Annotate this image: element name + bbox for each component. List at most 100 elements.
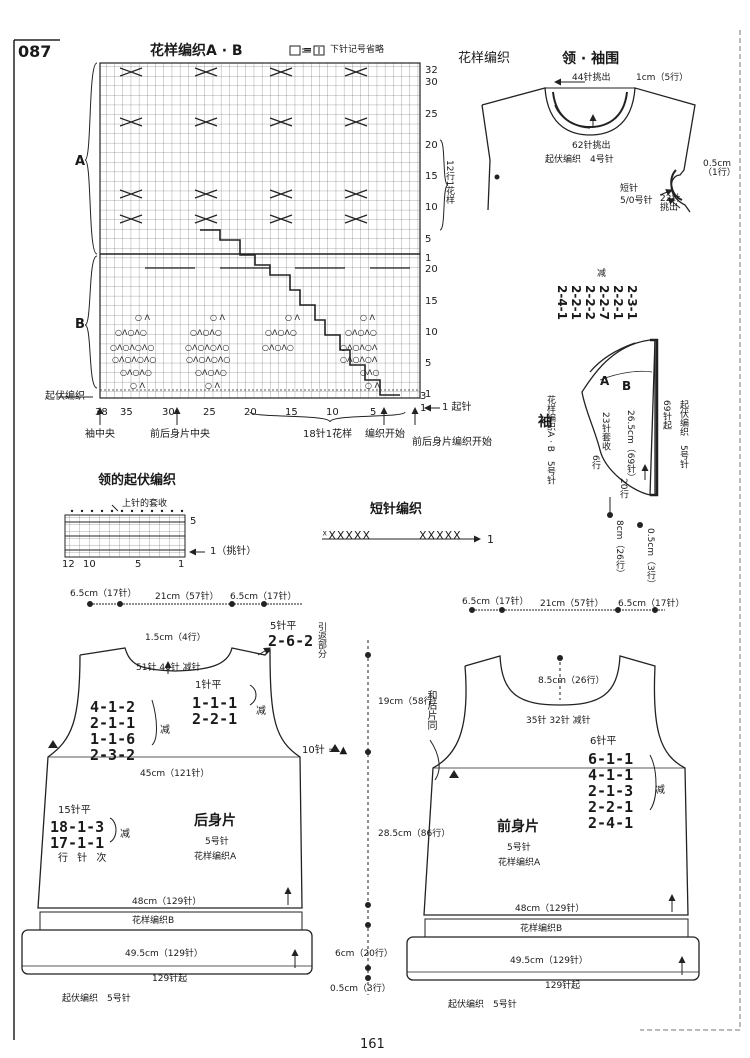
pick-22-label: 22针挑出: [660, 194, 681, 213]
svg-text:○ᐱ○ᐱ○: ○ᐱ○ᐱ○: [195, 368, 227, 377]
sleeve-garter-label: 起伏编织 5号针: [678, 400, 688, 469]
col-tick: 30: [162, 407, 175, 418]
col-tick: 10: [326, 407, 339, 418]
short-row-symbols: ᕽXXXXX XXXXX: [322, 529, 462, 542]
back-sts1-flat: 1针平: [195, 680, 222, 691]
col-tick: 5: [370, 407, 377, 418]
sleeve-diagram: [581, 338, 659, 497]
row-tick: 30: [425, 77, 438, 88]
sleeve-count-header: 减: [595, 268, 605, 277]
back-top-width-left: 6.5cm（17针）: [70, 589, 137, 599]
back-arm-row: 4-1-2: [90, 698, 136, 716]
col-tick: 3: [420, 391, 427, 402]
svg-text:○ ᐱ: ○ ᐱ: [365, 381, 381, 390]
short-row-title: 短针编织: [370, 502, 423, 517]
front-arm-row: 2-2-1: [588, 798, 634, 816]
front-arm-row: 4-1-1: [588, 766, 634, 784]
sleeve-center-label: 袖中央: [85, 429, 115, 440]
back-needle: 5号针: [205, 837, 229, 847]
neck-title: 领 · 袖围: [562, 51, 620, 67]
svg-text:○ᐱ○ᐱ○ᐱ○: ○ᐱ○ᐱ○ᐱ○: [186, 355, 230, 364]
back-shoulder: 2-6-2: [268, 632, 314, 650]
front-sts6-flat: 6针平: [590, 736, 617, 747]
front-arm-row: 6-1-1: [588, 750, 634, 768]
back-width49-5: 49.5cm（129针）: [125, 949, 203, 959]
garter-row1: 1（挑针）: [210, 546, 257, 557]
front-side-note: 和后片同: [425, 690, 436, 730]
front-garter: 起伏编织 5号针: [448, 1000, 517, 1010]
back-arm-row: 2-1-1: [90, 714, 136, 732]
back-sts5-flat: 5针平: [270, 621, 297, 632]
row-tick: 20: [425, 264, 438, 275]
garter-chart: [64, 504, 205, 558]
sleeve-count: 2-4-1: [555, 285, 569, 321]
front-pattern: 花样编织A: [498, 858, 541, 868]
back-arm-row: 2-3-2: [90, 746, 136, 764]
back-pattern-b: 花样编织B: [132, 916, 175, 926]
back-neck-row: 2-2-1: [192, 710, 238, 728]
sleeve-b-label: B: [622, 379, 632, 393]
back-short-row-part: 引返部分: [316, 622, 326, 658]
neck-armhole-diagram: [481, 87, 696, 213]
svg-text:○ᐱ○ᐱ○: ○ᐱ○ᐱ○: [345, 328, 377, 337]
garter-col-tick: 1: [178, 559, 185, 570]
sleeve-cast-on-label: 69针起: [661, 400, 671, 430]
back-neck-dec-label: 减: [256, 706, 266, 717]
sleeve-rows20-label: 20行: [618, 478, 628, 499]
page-number: 161: [360, 1037, 385, 1052]
cm05-1-label: 0.5cm（1行）: [703, 159, 736, 178]
sleeve-a-label: A: [600, 374, 610, 388]
pick-44-label: 44针挑出: [572, 73, 611, 83]
row-tick: 10: [425, 202, 438, 213]
page-number-label: 087: [18, 42, 52, 61]
svg-text:○ ᐱ: ○ ᐱ: [130, 381, 146, 390]
row-tick: 15: [425, 296, 438, 307]
svg-text:○ᐱ○ᐱ○ᐱ○: ○ᐱ○ᐱ○ᐱ○: [110, 343, 154, 352]
back-cm1-5-label: 1.5cm（4行）: [145, 633, 206, 643]
row-tick: 15: [425, 171, 438, 182]
stitch-chart-grid: ○ ᐱ○ ᐱ○ ᐱ○ ᐱ ○ᐱ○ᐱ○○ᐱ○ᐱ○○ᐱ○ᐱ○○ᐱ○ᐱ○ ○ᐱ○ᐱ○ᐱ…: [58, 45, 449, 425]
col-tick: 25: [203, 407, 216, 418]
repeat-sts-label: 18针1花样: [303, 429, 353, 440]
col-tick: 35: [120, 407, 133, 418]
sleeve-width-label: 26.5cm（69针）: [625, 410, 635, 483]
back-garter: 起伏编织 5号针: [62, 994, 131, 1004]
short-row-arrow-label: 1: [487, 533, 494, 546]
back-cm28-5: 28.5cm（86行）: [378, 829, 451, 839]
sleeve-count: 2-2-1: [569, 285, 583, 321]
front-pattern-b: 花样编织B: [520, 924, 563, 934]
svg-text:○ᐱ○ᐱ○: ○ᐱ○ᐱ○: [265, 328, 297, 337]
front-title: 前身片: [497, 819, 539, 835]
garter-col-tick: 12: [62, 559, 75, 570]
back-side-row: 17-1-1: [50, 834, 105, 852]
back-neck-row: 1-1-1: [192, 694, 238, 712]
sleeve-count: 2-2-7: [597, 285, 611, 321]
cm1-5-rows-label: 1cm（5行）: [636, 73, 689, 83]
sleeve-title: 袖: [538, 414, 552, 430]
front-arm-row: 2-1-3: [588, 782, 634, 800]
back-neck-dec: 51针 46针 减针: [136, 663, 201, 673]
svg-text:○ ᐱ: ○ ᐱ: [360, 313, 376, 322]
sleeve-count: 2-2-1: [611, 285, 625, 321]
svg-text:○ᐱ○ᐱ○: ○ᐱ○ᐱ○: [262, 343, 294, 352]
sleeve-bind-label: 23针套收: [600, 412, 610, 451]
back-top-width-center: 21cm（57针）: [155, 592, 219, 602]
back-side-header: 行 针 次: [58, 853, 107, 864]
row1-marker-label: 1 起针: [442, 402, 472, 413]
body-knit-start-label: 前后身片编织开始: [412, 437, 492, 448]
garter-needle-label: 起伏编织 4号针: [545, 155, 614, 165]
row-tick: 32: [425, 65, 438, 76]
back-side-flat: 15针平: [58, 805, 91, 816]
back-cm05-3: 0.5cm（3行）: [330, 984, 391, 994]
back-cm6: 6cm（20行）: [335, 949, 393, 959]
svg-text:○ᐱ○ᐱ○: ○ᐱ○ᐱ○: [115, 328, 147, 337]
sleeve-count: 2-2-2: [583, 285, 597, 321]
col-tick: 38: [95, 407, 108, 418]
garter-bind-label: 上针的套收: [122, 499, 168, 509]
short-rows-label: 短针: [620, 184, 639, 194]
hook-label: 5/0号针: [620, 196, 653, 206]
garter-row5: 5: [190, 516, 197, 527]
cast-on-label: 起伏编织: [45, 391, 85, 402]
